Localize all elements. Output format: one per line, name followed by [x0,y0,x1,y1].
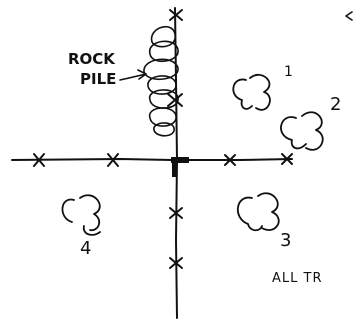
cluster-3-number: 3 [280,230,291,251]
tick-x-mark-icon [169,257,183,269]
tree-cluster-4-icon [61,194,101,236]
tick-x-mark-icon [107,153,119,167]
cluster-4-number: 4 [80,238,91,259]
x-axis [11,158,293,161]
origin-stem-icon [172,162,177,177]
cluster-2-number: 2 [330,94,341,115]
tree-cluster-3-icon [237,192,280,232]
tick-x-mark-icon [224,154,236,166]
rock-pile-label-line1: ROCK [68,50,116,68]
origin-square-icon [171,157,189,163]
tick-x-mark-icon [169,207,183,219]
tick-x-mark-icon [281,153,293,165]
coordinate-axes [11,7,293,319]
rock-pile-pointer-arrow-icon [119,69,147,81]
axis-tick-marks [33,9,293,269]
caption-text: ALL TR [272,271,322,286]
stray-mark-icon [345,11,353,21]
tick-x-mark-icon [33,153,45,167]
tree-cluster-2-icon [280,111,324,151]
tick-x-mark-icon [167,93,183,107]
tick-x-mark-icon [169,9,183,21]
tree-cluster-1-icon [232,73,271,111]
rock-pile-label-line2: PILE [80,70,116,88]
cluster-1-number: 1 [284,64,293,80]
origin-marker [171,157,189,177]
rock-pile-icon [143,25,179,137]
